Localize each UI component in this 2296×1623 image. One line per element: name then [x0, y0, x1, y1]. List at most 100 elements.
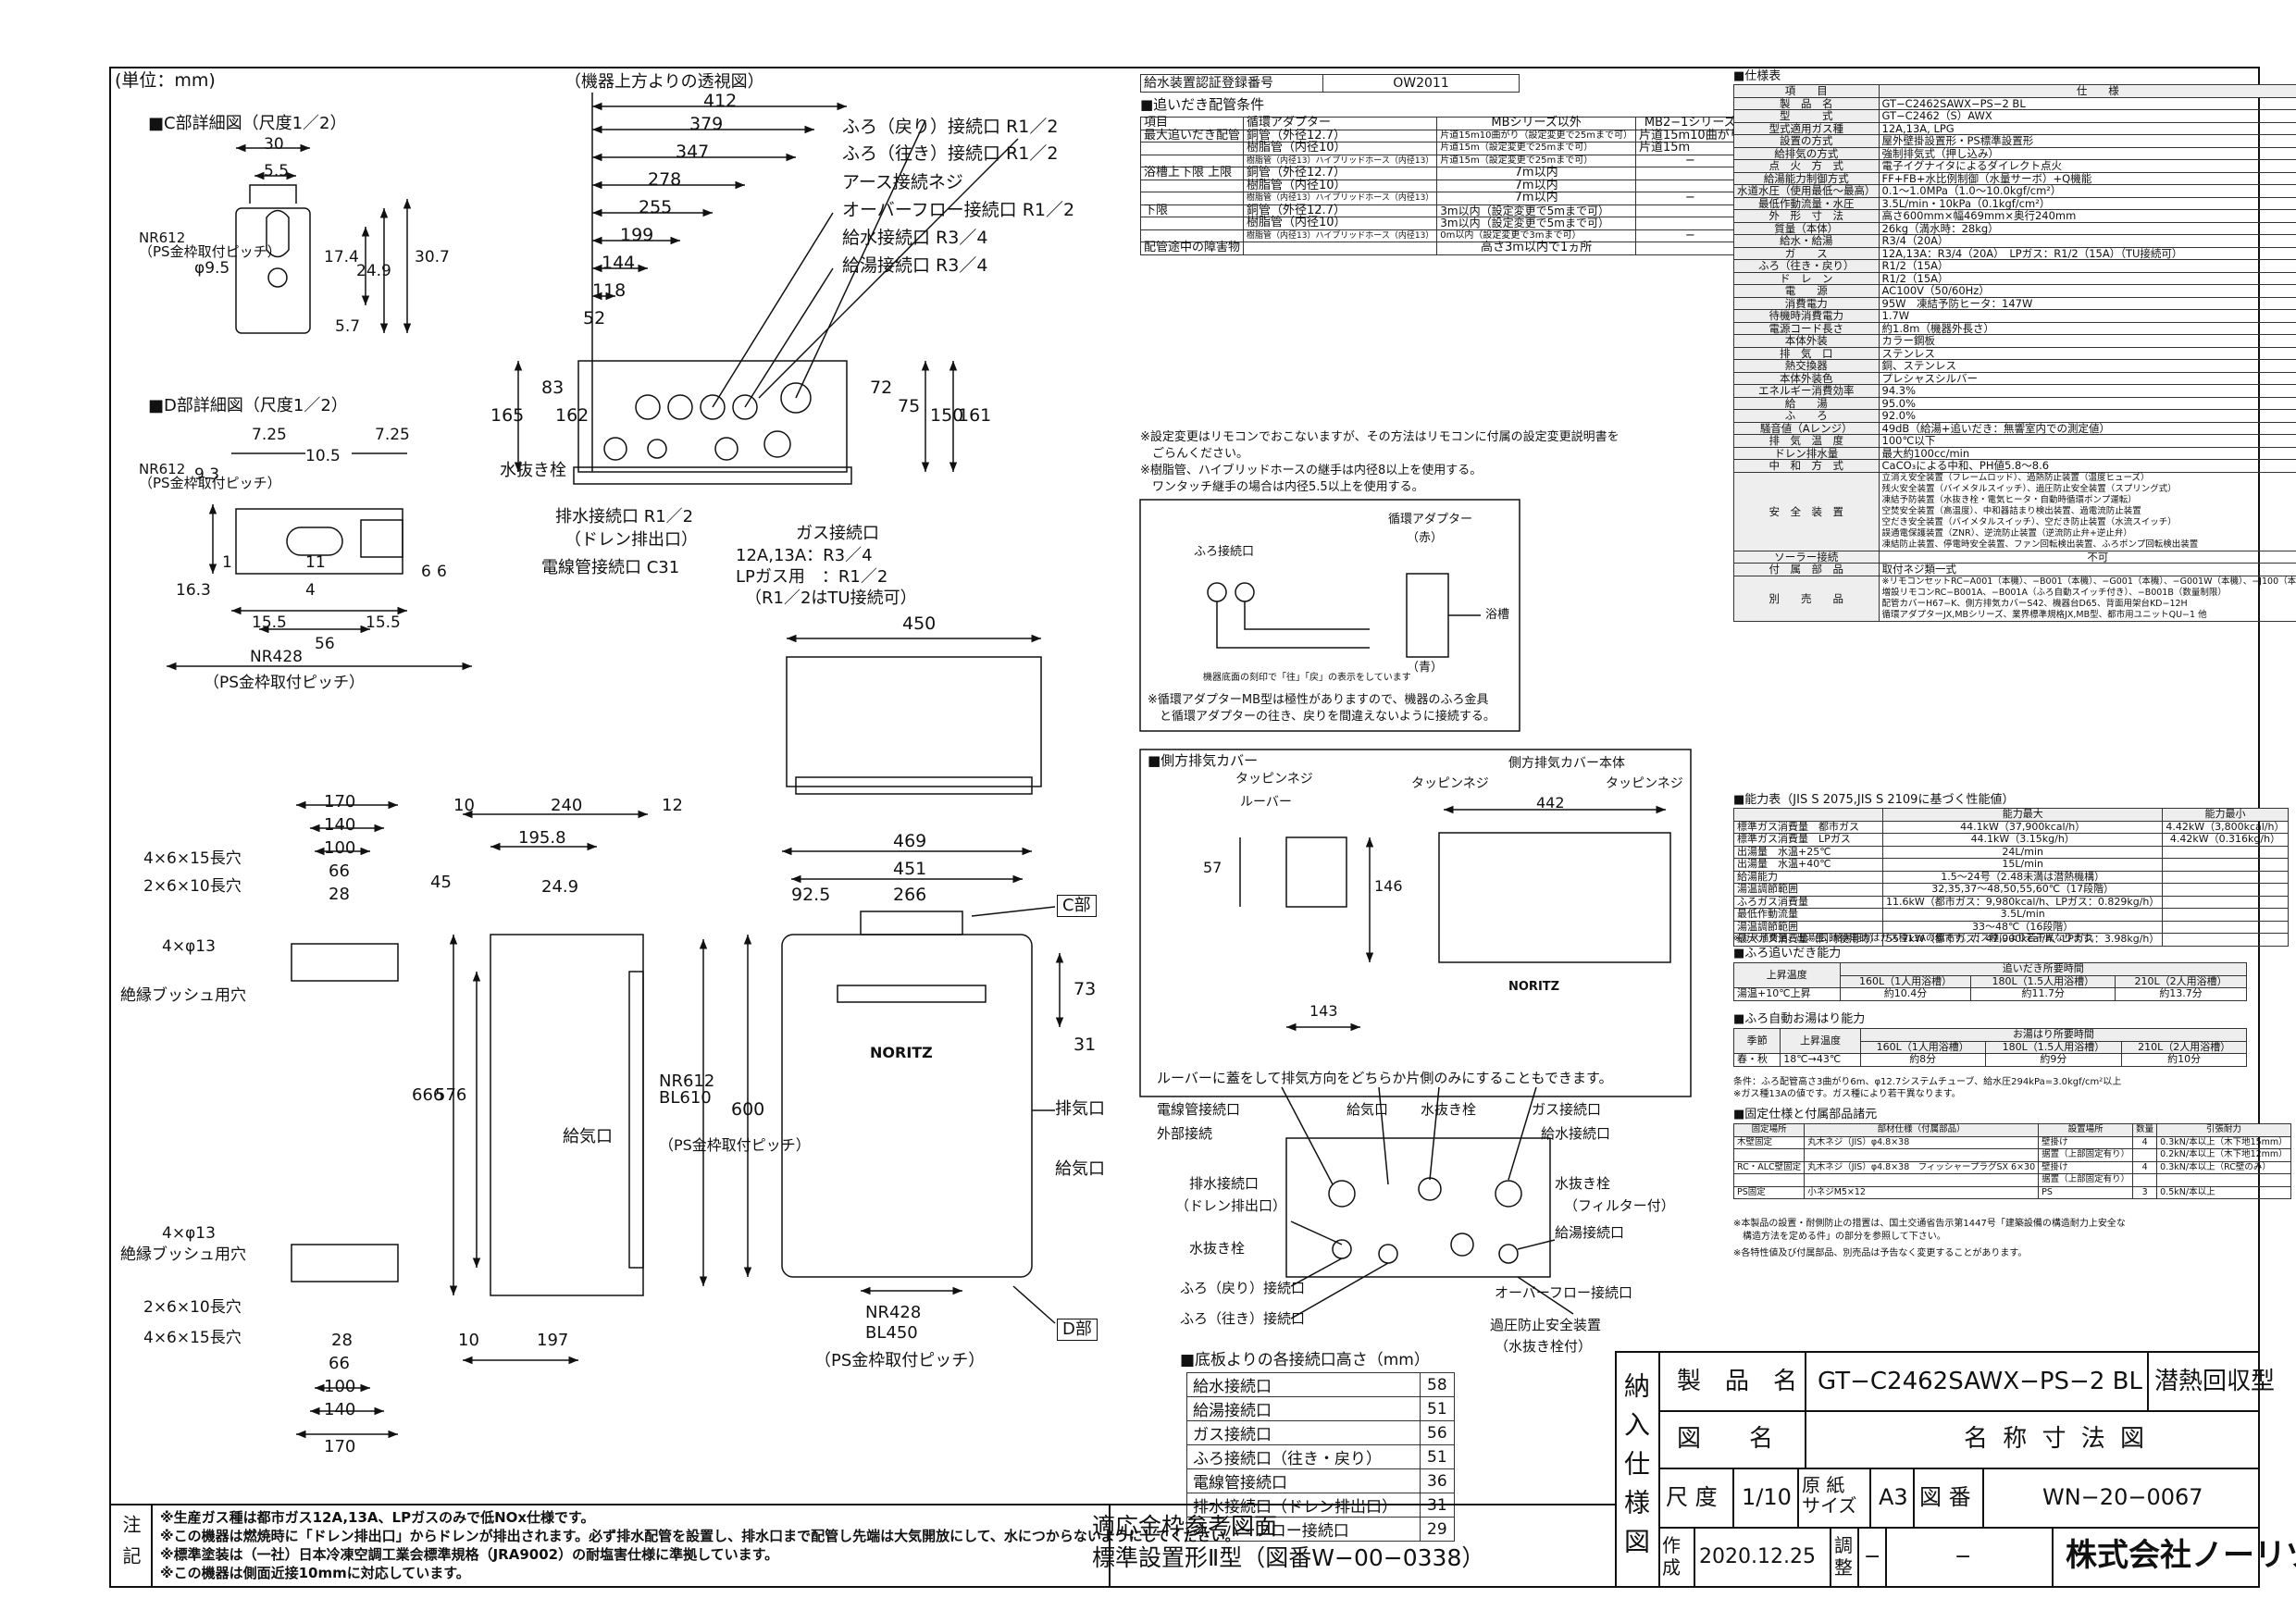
heights-title: ■底板よりの各接続口高さ（mm） [1180, 1351, 1430, 1369]
table-row: 騒音値（Aレンジ）49dB（給湯+追いだき：無響室内での測定値） [1733, 421, 2296, 435]
fv-bottom-note: （PS金枠取付ピッチ） [814, 1351, 986, 1370]
reheat-cap-table: 上昇温度追いだき所要時間 160L（1人用浴槽）180L（1.5人用浴槽）210… [1733, 962, 2248, 1001]
table-row: 設置の方式屋外壁掛設置形・PS標準設置形 [1733, 134, 2296, 148]
lv-hole-10: 2×6×10長穴 [143, 877, 242, 896]
rh-note-2: ※樹脂管、ハイブリッドホースの継手は内径8以上を使用する。 [1140, 464, 1483, 477]
ex-dim-146: 146 [1374, 877, 1403, 895]
tv-label-drain-note: （ドレン排出口） [565, 530, 698, 550]
title-side-label: 納入仕様図 [1617, 1353, 1660, 1586]
ex-label-3: 側方排気カバー本体 [1508, 756, 1625, 771]
table-row: RC・ALC壁固定丸木ネジ（JIS）φ4.8×38 フィッシャープラグSX 6×… [1732, 1160, 2291, 1174]
d-vertical-note: NR612 （PS金枠取付ピッチ） [139, 461, 281, 491]
fv-bottom-bl: BL450 [865, 1323, 918, 1343]
ex-label-0: タッピンネジ [1235, 772, 1313, 787]
tv-label-drain: 排水接続口 R1／2 [555, 507, 694, 527]
fv-label-d: D部 [1057, 1319, 1098, 1341]
safety-line: 立消え安全装置（フレームロッド）、過熱防止装置（温度ヒューズ） [1881, 472, 2150, 483]
unit-note: (単位：mm) [115, 70, 216, 91]
ex-label-1: ルーバー [1240, 795, 1292, 810]
optional-line: 配管カバーH67−K、側方排気カバーS42、機器台D65、背面用架台KD−12H [1881, 598, 2188, 609]
auto-fill-note-1: ※ガス種13Aの値です。ガス種により若干異なります。 [1733, 1089, 1961, 1099]
table-row: 据置（上部固定有り） [1732, 1173, 2291, 1187]
tv-dim-118: 118 [592, 280, 627, 301]
lv-dim-170: 170 [324, 792, 356, 812]
lv-dim-100: 100 [324, 838, 356, 858]
lv-dim-66-b: 66 [329, 1354, 350, 1373]
tv-dim-165: 165 [490, 405, 525, 426]
d-dim-15-5-b: 15.5 [366, 613, 401, 632]
c-dim-phi: φ9.5 [194, 259, 230, 278]
sv-dim-195-8: 195.8 [518, 828, 566, 848]
table-row: 点 火 方 式電子イグナイタによるダイレクト点火 [1733, 159, 2296, 173]
sv-vertical-bl: NR612 BL610 [659, 1072, 715, 1108]
d-detail-drawing [167, 452, 472, 671]
d-dim-6-b: 6 [437, 563, 447, 581]
tv-label-furo-return: ふろ（戻り）接続口 R1／2 [842, 117, 1059, 137]
bv-right-1: （フィルター付） [1564, 1197, 1675, 1214]
bv-left-1: 外部接続 [1157, 1125, 1213, 1142]
bv-left-3: （ドレン排出口） [1175, 1197, 1287, 1214]
table-row: ふろ（往き・戻り）R1/2（15A） [1733, 259, 2296, 273]
tv-label-conduit: 電線管接続口 C31 [541, 558, 680, 577]
bv-right-5: （水抜き栓付） [1495, 1338, 1593, 1355]
ex-dim-442: 442 [1536, 794, 1565, 812]
bv-top-1: 水抜き栓 [1421, 1101, 1477, 1118]
fv-label-c: C部 [1057, 895, 1097, 917]
tv-label-furo-supply: ふろ（往き）接続口 R1／2 [842, 143, 1059, 164]
table-row: ドレン排水量最大約100cc/min [1733, 446, 2296, 460]
tv-label-water-in: 給水接続口 R3／4 [842, 228, 988, 248]
optional-line: 増設リモコンRC−B001A、−B001A（ふろ自動スイッチ付き）、−B001B… [1881, 587, 2227, 598]
d-dim-15-5-a: 15.5 [252, 613, 287, 632]
table-row: 水道水圧（使用最低〜最高）0.1〜1.0MPa（1.0〜10.0kgf/cm²） [1733, 184, 2296, 198]
d-dim-16-3: 16.3 [176, 581, 211, 600]
sv-dim-10-b: 10 [458, 1331, 479, 1350]
top-view-drawing [514, 93, 1019, 485]
d-dim-6-a: 6 [421, 563, 431, 581]
tv-label-gas-tu: （R1／2はTU接続可） [745, 588, 917, 608]
rh-note-1: ごらんください。 [1140, 447, 1249, 461]
bv-right-3: オーバーフロー接続口 [1495, 1284, 1632, 1301]
sv-dim-666: 666 [412, 1085, 444, 1105]
lv-hole-13-b: 4×φ13 [162, 1224, 216, 1243]
lv-dim-66: 66 [329, 861, 350, 881]
d-dim-56: 56 [315, 635, 335, 653]
fv-dim-266: 266 [893, 885, 927, 905]
ex-dim-143: 143 [1309, 1002, 1338, 1020]
c-detail-drawing [235, 143, 412, 334]
fv-dim-31: 31 [1074, 1035, 1097, 1055]
fv-label-intake: 給気口 [1055, 1159, 1105, 1179]
drawing-name: 名 称 寸 法 図 [1964, 1425, 2149, 1453]
product-type: 潜熱回収型 [2154, 1368, 2276, 1395]
bv-top-3: 給水接続口 [1541, 1125, 1611, 1142]
tv-dim-379: 379 [689, 114, 724, 134]
note-line-2: ※標準塗装は（一社）日本冷凍空調工業会標準規格（JRA9002）の耐塩害仕様に準… [160, 1546, 779, 1563]
sv-dim-240: 240 [551, 796, 583, 815]
d-dim-7-25-b: 7.25 [375, 426, 410, 444]
table-row: 給排気の方式強制排気式（押し込み） [1733, 146, 2296, 160]
fix-note-2: ※各特性値及び付属部品、別売品は予告なく変更することがあります。 [1733, 1248, 2028, 1258]
safety-line: 空焚安全装置（高温度）、中和器詰まり検出装置、過電流防止装置 [1881, 505, 2141, 516]
product-name: GT−C2462SAWX−PS−2 BL [1818, 1368, 2142, 1395]
exhaust-cover-drawing [1139, 749, 1692, 1097]
rh-h1: 循環アダプター [1243, 117, 1438, 130]
tv-dim-347: 347 [676, 142, 710, 162]
reheat-table: 項目 循環アダプター MBシリーズ以外 MB2−1シリーズ 最大追いだき配管銅管… [1139, 117, 1745, 255]
bv-top-2: ガス接続口 [1532, 1101, 1602, 1118]
side-view-drawing [449, 810, 708, 1365]
